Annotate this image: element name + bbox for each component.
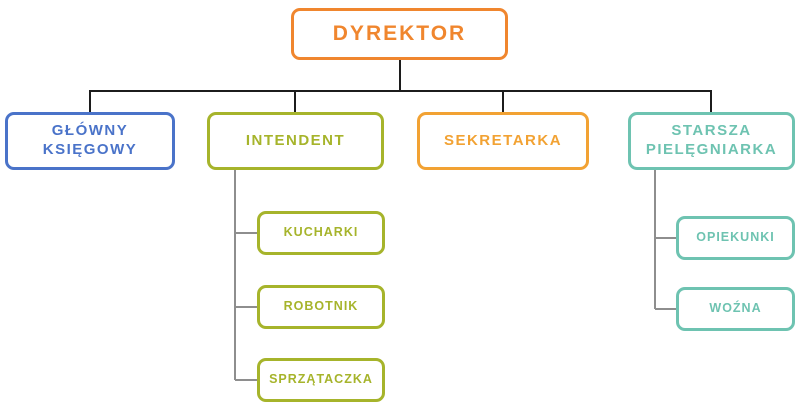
nurse-subtree-connector-lines (654, 170, 676, 310)
node-wozna: WOŹNA (676, 287, 795, 331)
node-glowny-ksiegowy: GŁÓWNY KSIĘGOWY (5, 112, 175, 170)
node-intendent: INTENDENT (207, 112, 384, 170)
node-starsza-pielegniarka: STARSZA PIELĘGNIARKA (628, 112, 795, 170)
root-connector-lines (89, 60, 712, 113)
node-kucharki: KUCHARKI (257, 211, 385, 255)
node-robotnik: ROBOTNIK (257, 285, 385, 329)
node-sekretarka: SEKRETARKA (417, 112, 589, 170)
intendent-subtree-connector-lines (234, 170, 257, 381)
node-opiekunki: OPIEKUNKI (676, 216, 795, 260)
node-dyrektor: DYREKTOR (291, 8, 508, 60)
node-sprzataczka: SPRZĄTACZKA (257, 358, 385, 402)
